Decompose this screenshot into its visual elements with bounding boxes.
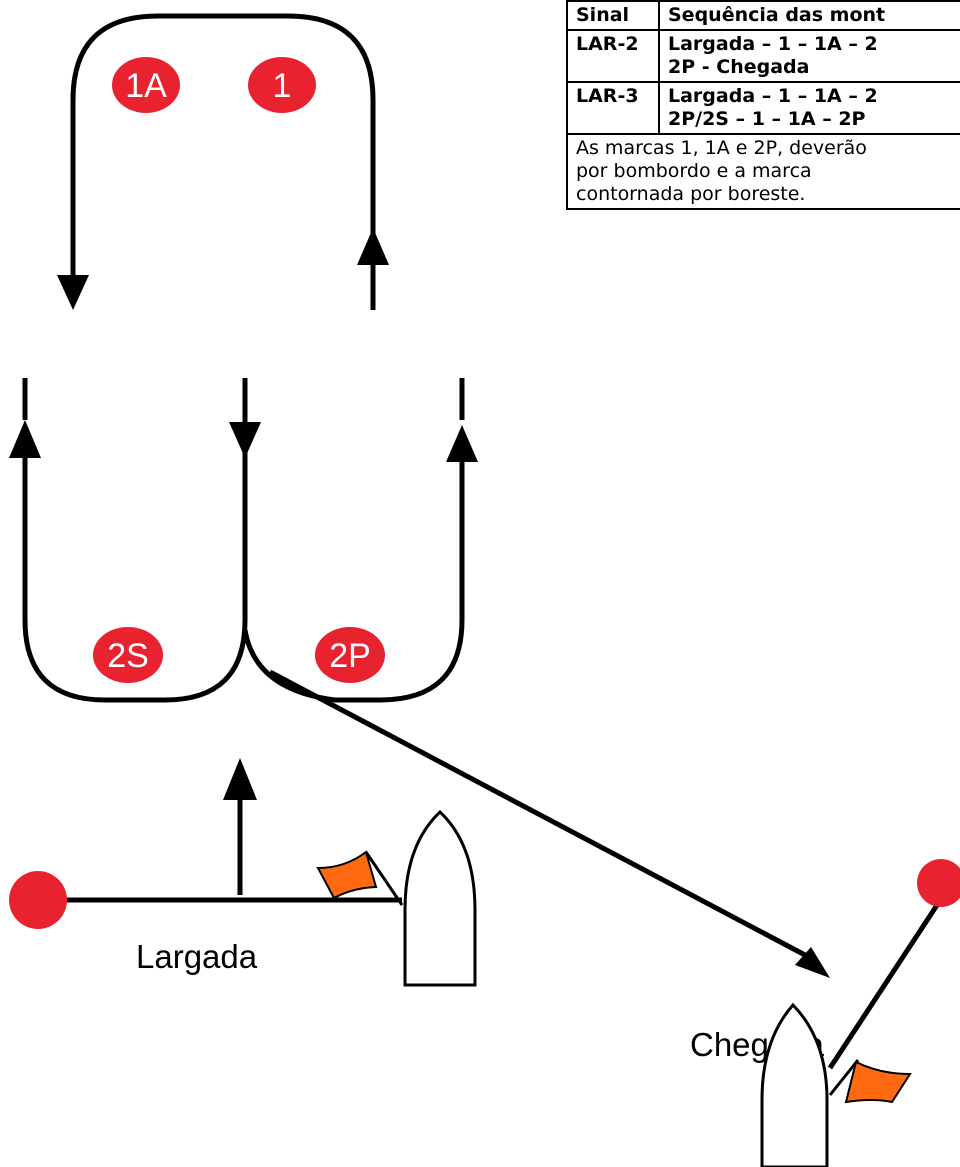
header-sequence: Sequência das mont [658,0,960,31]
arrow-down-left-upper [57,275,89,310]
mark-1a: 1A [112,57,180,113]
mark-1: 1 [248,57,316,113]
svg-text:1A: 1A [125,67,167,105]
mark-2s: 2S [93,627,163,683]
course-sequence-table: Sinal Sequência das mont LAR-2 Largada –… [566,0,960,210]
lower-left-loop-path [22,450,248,703]
finish-line [827,891,948,1070]
arrow-down-center [229,422,261,458]
svg-text:2S: 2S [107,637,149,675]
row-signal: LAR-3 [566,81,660,135]
row-signal: LAR-2 [566,29,660,83]
lower-right-loop-path [242,455,465,703]
svg-text:2P: 2P [329,637,371,675]
mark-2p: 2P [315,627,385,683]
start-committee-boat [316,809,477,987]
arrow-finish [795,947,830,978]
arrow-up-start [223,758,257,800]
finish-pin-buoy [917,859,960,907]
start-label: Largada [136,938,258,975]
arrow-up-left-lower [9,420,41,458]
svg-text:1: 1 [273,67,292,105]
arrow-up-right-upper [357,228,389,265]
arrow-up-right-lower [446,425,478,462]
table-header-row: Sinal Sequência das mont [566,0,960,31]
header-signal: Sinal [566,0,660,31]
start-flag-icon [316,850,378,900]
start-pin-buoy [9,871,67,929]
upper-loop-path [70,13,376,285]
finish-committee-boat [760,1002,912,1167]
finish-leg-line [268,669,807,958]
finish-flag-icon [844,1060,912,1104]
